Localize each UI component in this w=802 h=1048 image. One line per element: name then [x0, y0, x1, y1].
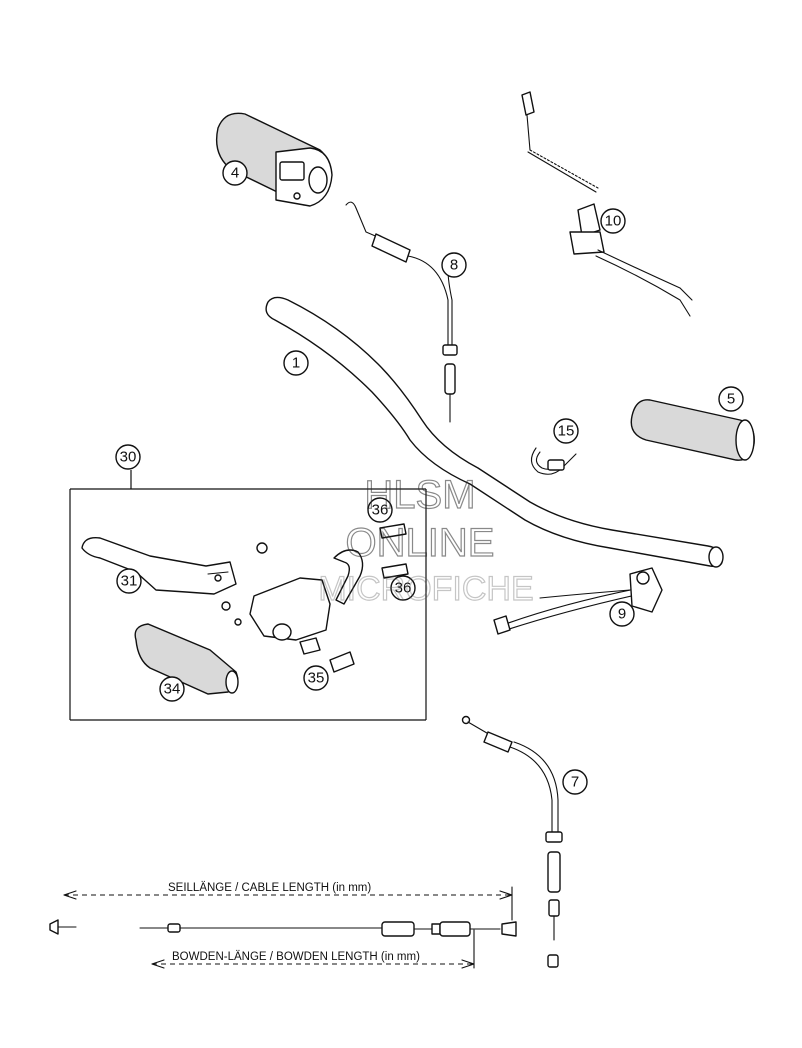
svg-text:31: 31	[121, 573, 138, 590]
svg-text:36: 36	[372, 502, 389, 519]
svg-text:9: 9	[618, 606, 626, 623]
bolt-parts	[299, 523, 409, 673]
callout-9: 9	[609, 601, 635, 627]
svg-text:MICROFICHE: MICROFICHE	[318, 570, 533, 608]
callout-30: 30	[115, 444, 141, 470]
clutch-cable-part	[461, 715, 563, 968]
svg-text:15: 15	[558, 423, 575, 440]
callout-34: 34	[159, 676, 185, 702]
cable-tie-part	[530, 447, 577, 475]
svg-text:35: 35	[308, 670, 325, 687]
callout-4: 4	[222, 160, 248, 186]
callout-1: 1	[283, 350, 309, 376]
switch-wiring-part	[493, 567, 663, 635]
callout-36-lower: 36	[390, 575, 416, 601]
svg-text:10: 10	[605, 213, 622, 230]
callout-35: 35	[303, 665, 329, 691]
throttle-cable-part	[345, 201, 458, 423]
callout-31: 31	[116, 568, 142, 594]
callout-10: 10	[600, 208, 626, 234]
bowden-length-label: BOWDEN-LÄNGE / BOWDEN LENGTH (in mm)	[172, 951, 420, 963]
svg-text:30: 30	[120, 449, 137, 466]
svg-text:4: 4	[231, 165, 239, 182]
callout-8: 8	[441, 252, 467, 278]
svg-text:HLSM: HLSM	[364, 473, 475, 517]
callout-5: 5	[718, 386, 744, 412]
svg-text:5: 5	[727, 391, 735, 408]
svg-text:1: 1	[292, 355, 300, 372]
cable-length-label: SEILLÄNGE / CABLE LENGTH (in mm)	[168, 882, 371, 894]
svg-text:7: 7	[571, 774, 579, 791]
svg-text:34: 34	[164, 681, 181, 698]
handlebar-part	[265, 296, 724, 568]
svg-text:ONLINE: ONLINE	[346, 521, 495, 565]
lever-assembly-frame	[69, 470, 427, 721]
svg-text:36: 36	[395, 580, 412, 597]
callout-36-upper: 36	[367, 497, 393, 523]
svg-text:8: 8	[450, 257, 458, 274]
callout-7: 7	[562, 769, 588, 795]
callout-15: 15	[553, 418, 579, 444]
lever-cover-part	[134, 623, 239, 695]
left-grip-part	[630, 399, 755, 461]
throttle-grip-part	[215, 112, 333, 207]
kill-switch-part	[521, 91, 693, 317]
cable-length-dimension: SEILLÄNGE / CABLE LENGTH (in mm) BOWDEN-…	[49, 882, 517, 969]
lever-clamp-part	[221, 542, 364, 641]
watermark: HLSM ONLINE MICROFICHE	[318, 472, 535, 608]
lever-part	[81, 537, 237, 595]
